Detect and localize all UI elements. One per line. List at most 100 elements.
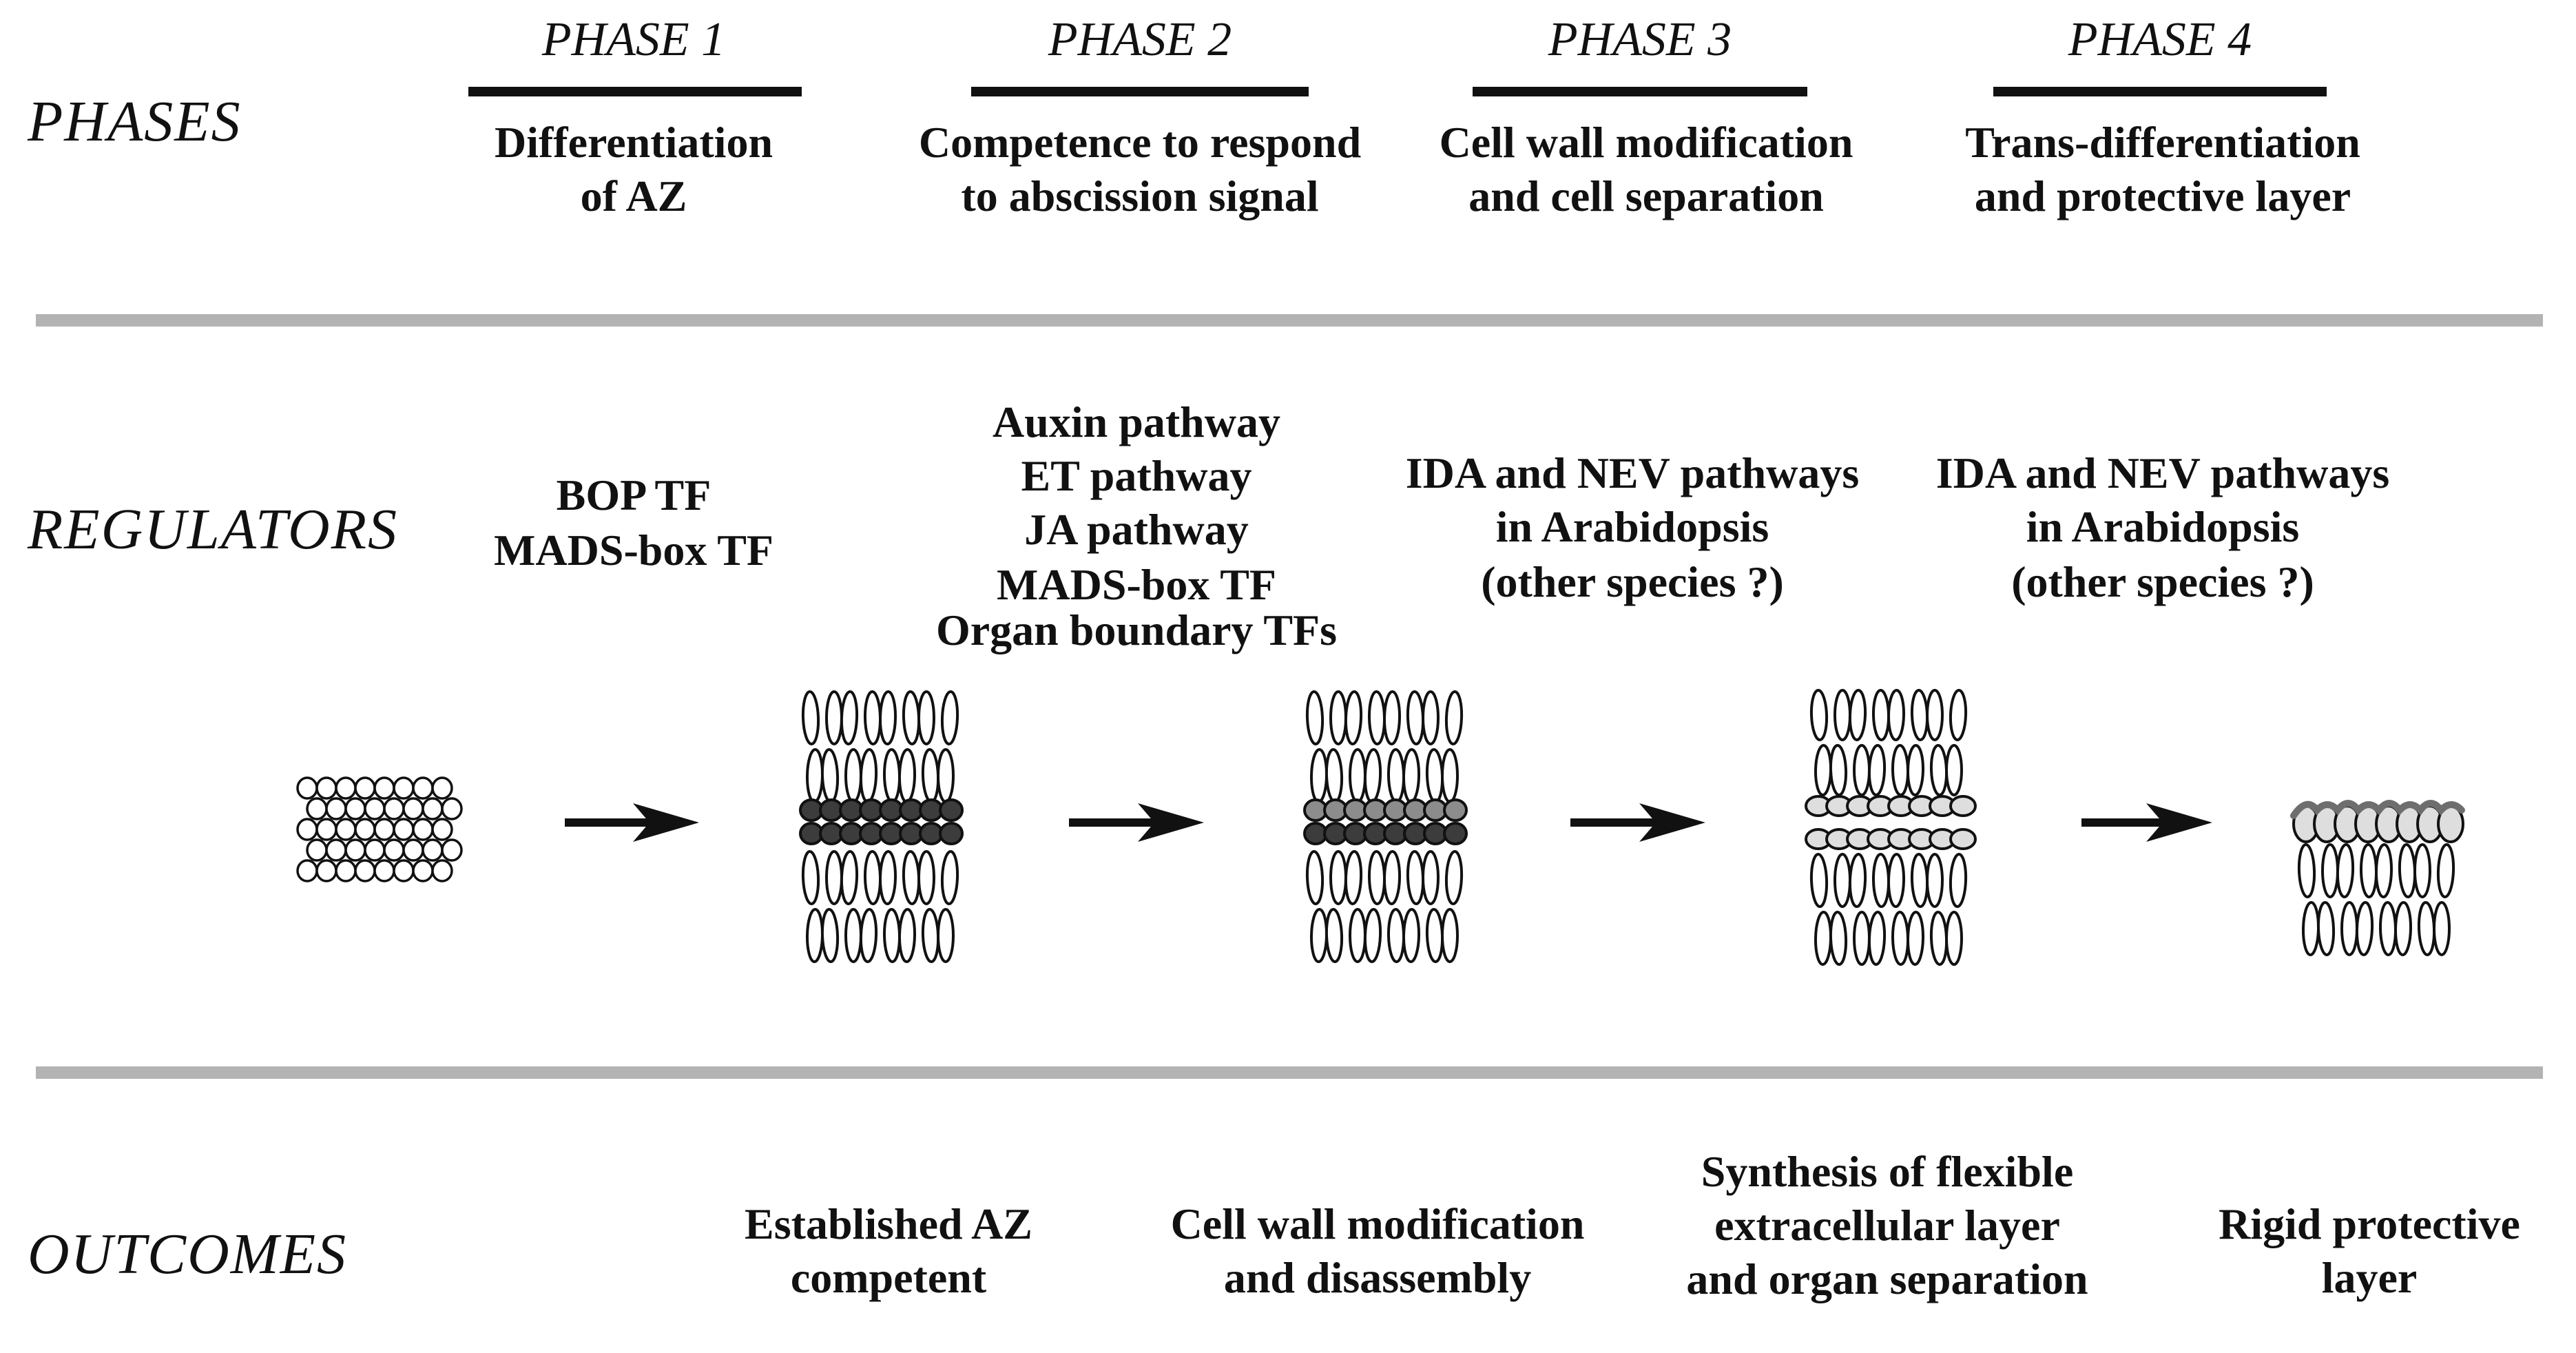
elongated-cell <box>1363 748 1382 803</box>
regulator-3-line-1: IDA and NEV pathways <box>1405 448 1860 497</box>
elongated-cell <box>1329 690 1347 745</box>
cell <box>393 859 415 882</box>
elongated-cell <box>1349 908 1367 963</box>
cell <box>344 797 366 820</box>
row-label-outcomes: OUTCOMES <box>28 1222 348 1286</box>
phase-3-description-line-2: and cell separation <box>1468 172 1824 220</box>
elongated-cell <box>940 690 959 745</box>
elongated-cell <box>801 690 820 745</box>
elongated-cell <box>2393 901 2413 956</box>
elongated-cell <box>859 748 878 803</box>
cell <box>422 838 444 862</box>
elongated-cell <box>902 850 921 905</box>
elongated-cell <box>1906 911 1925 966</box>
elongated-cell <box>1367 690 1386 745</box>
elongated-cell <box>937 748 955 803</box>
cell <box>306 838 328 862</box>
elongated-cell <box>2297 843 2316 898</box>
cell <box>402 838 424 862</box>
elongated-cell <box>1945 744 1963 796</box>
elongated-cell <box>2436 843 2455 898</box>
cell <box>335 818 357 841</box>
established-az-cell-cluster <box>799 690 964 963</box>
elongated-cell <box>1309 908 1329 963</box>
elongated-cell <box>1891 744 1910 796</box>
elongated-cell <box>1422 690 1440 745</box>
regulator-3-line-3: (other species ?) <box>1481 557 1784 606</box>
elongated-cell <box>1386 908 1406 963</box>
elongated-cell <box>840 850 859 905</box>
elongated-cell <box>1402 748 1421 803</box>
elongated-cell <box>1386 748 1406 803</box>
cell <box>364 797 386 820</box>
elongated-cell <box>1814 911 1833 966</box>
elongated-cell <box>1382 850 1402 905</box>
cell <box>441 797 463 820</box>
cell <box>354 776 376 800</box>
regulator-4-line-1: IDA and NEV pathways <box>1935 448 2390 497</box>
elongated-cell <box>844 908 862 963</box>
cell <box>441 838 463 862</box>
elongated-cell <box>917 690 935 745</box>
cell <box>306 797 328 820</box>
elongated-cell <box>1848 689 1867 741</box>
elongated-cell <box>2316 901 2336 956</box>
regulator-1-line-2: MADS-box TF <box>494 526 773 575</box>
elongated-cell <box>825 850 843 905</box>
outcome-2-line-2: and disassembly <box>1223 1253 1532 1302</box>
phase-2-description-line-2: to abscission signal <box>961 172 1319 220</box>
elongated-cell <box>2378 901 2398 956</box>
cell <box>315 818 337 841</box>
elongated-cell <box>1834 689 1851 741</box>
elongated-cell <box>2433 901 2451 956</box>
cell <box>373 859 395 882</box>
elongated-cell <box>820 748 840 803</box>
regulator-3-line-2: in Arabidopsis <box>1495 502 1769 551</box>
regulator-4-line-2: in Arabidopsis <box>2026 502 2300 551</box>
row-label-phases: PHASES <box>28 90 242 154</box>
elongated-cell <box>1891 911 1910 966</box>
cell <box>335 776 357 800</box>
az-dark-cell <box>939 798 964 822</box>
elongated-cell <box>1305 690 1325 745</box>
elongated-cell <box>1945 911 1963 966</box>
outcome-4-line-1: Rigid protective <box>2219 1199 2520 1248</box>
row-label-regulators: REGULATORS <box>28 497 399 561</box>
elongated-cell <box>1887 853 1906 908</box>
elongated-cell <box>1809 853 1829 908</box>
elongated-cell <box>1853 744 1871 796</box>
cell <box>412 859 434 882</box>
elongated-cell <box>878 690 897 745</box>
competent-az-cell-cluster <box>1303 690 1468 963</box>
outcome-4-line-2: layer <box>2321 1253 2418 1302</box>
cell <box>373 776 395 800</box>
cell <box>335 859 357 882</box>
elongated-cell <box>1363 908 1382 963</box>
separator-bottom <box>36 1066 2543 1079</box>
elongated-cell <box>2355 901 2374 956</box>
elongated-cell <box>1329 850 1347 905</box>
phase-3-bar <box>1473 87 1807 96</box>
elongated-cell <box>1829 911 1848 966</box>
elongated-cell <box>897 908 917 963</box>
elongated-cell <box>2321 843 2339 898</box>
elongated-cell <box>2417 901 2436 956</box>
az-light-cell <box>1949 795 1977 817</box>
elongated-cell <box>863 690 882 745</box>
phase-4-title: PHASE 4 <box>2068 13 2252 66</box>
cell <box>383 838 405 862</box>
az-light-cell <box>1949 828 1977 850</box>
regulator-4-line-3: (other species ?) <box>2011 557 2314 606</box>
elongated-cell <box>1949 853 1968 908</box>
elongated-cell <box>859 908 878 963</box>
cell <box>364 838 386 862</box>
az-medium-cell <box>1443 798 1468 822</box>
elongated-cell <box>1444 850 1464 905</box>
regulator-2-line-5: Organ boundary TFs <box>935 606 1338 654</box>
progression-arrow-4 <box>2081 803 2212 842</box>
elongated-cell <box>1834 853 1851 908</box>
elongated-cell <box>902 690 921 745</box>
progression-arrow-3 <box>1570 803 1705 842</box>
elongated-cell <box>1425 748 1444 803</box>
outcome-1-line-1: Established AZ <box>745 1199 1032 1248</box>
